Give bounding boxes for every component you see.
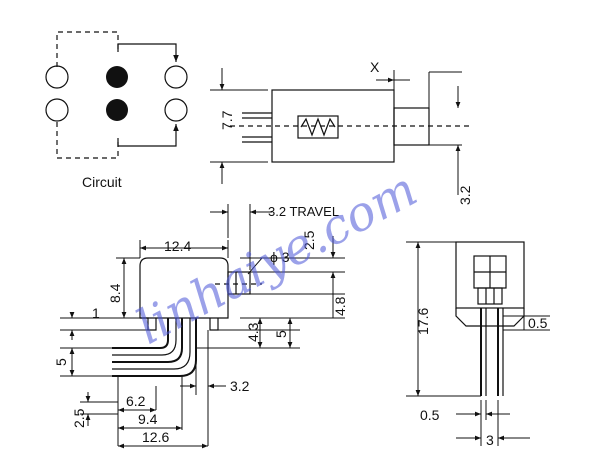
dim-top-offset: 2.5 [301, 230, 317, 250]
dim-total-height: 17.6 [415, 308, 431, 335]
front-view: 12.4 3.2 TRAVEL 2.5 ϕ 3 4.8 8.4 1 [53, 204, 348, 449]
circuit-contact-bl [45, 98, 69, 122]
dim-offset-43: 4.3 [245, 322, 261, 342]
dim-actuator-label: 3.2 [457, 185, 473, 205]
dim-pin-pitch: 3 [486, 432, 494, 448]
dim-offset-5-right: 5 [273, 330, 289, 338]
dim-travel-label: 3.2 TRAVEL [268, 204, 339, 219]
dim-pin-width: 0.5 [420, 407, 440, 423]
circuit-contact-tl [45, 65, 69, 89]
dim-height-label: 8.4 [107, 283, 123, 303]
dim-pin-width-right: 0.5 [528, 315, 548, 331]
dim-offset-5-left: 5 [53, 358, 69, 366]
dim-span-126: 12.6 [142, 429, 169, 445]
circuit-label: Circuit [82, 174, 122, 190]
dim-hole-label: ϕ 3 [270, 249, 290, 265]
dim-width-label: 7.7 [219, 110, 235, 130]
circuit-diagram: Circuit [45, 31, 188, 190]
dim-pin-gap: 1 [92, 305, 100, 321]
dim-span-62: 6.2 [126, 393, 146, 409]
dim-x-label: X [370, 59, 380, 75]
circuit-contact-br [164, 98, 188, 122]
circuit-contact-bm [106, 99, 128, 121]
circuit-contact-tm [106, 66, 128, 88]
dim-body-length: 12.4 [164, 238, 191, 254]
dim-pitch: 3.2 [230, 378, 250, 394]
dim-left-25: 2.5 [71, 408, 87, 428]
end-view: 17.6 0.5 0.5 3 [406, 241, 550, 448]
dim-span-94: 9.4 [138, 411, 158, 427]
side-view: 7.7 X 3.2 [210, 59, 473, 205]
circuit-contact-tr [164, 65, 188, 89]
dim-actuator-height: 4.8 [332, 296, 348, 316]
